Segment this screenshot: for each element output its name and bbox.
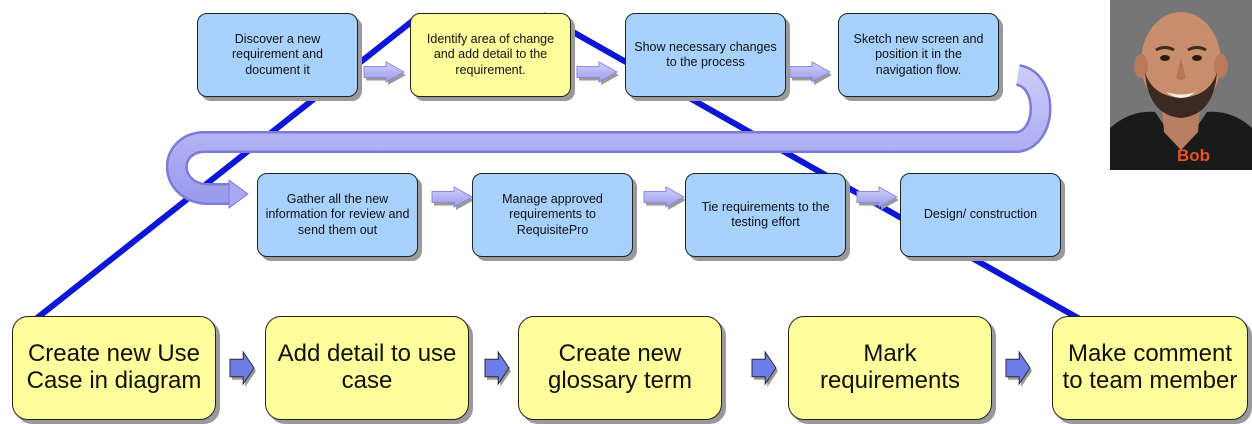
step-manage-requirements: Manage approved requirements to Requisit… — [472, 173, 633, 257]
person-portrait-image — [1110, 0, 1252, 170]
bottom-arrow-4 — [1005, 350, 1031, 386]
action-create-glossary-term: Create new glossary term — [518, 316, 722, 420]
step-identify-change: Identify area of change and add detail t… — [410, 13, 571, 97]
flow-arrows — [363, 61, 899, 210]
step-label: Tie requirements to the testing effort — [701, 199, 830, 229]
step-show-process-changes: Show necessary changes to the process — [625, 13, 786, 97]
person-name: Bob — [1177, 146, 1211, 165]
action-label: Create new glossary term — [547, 340, 693, 394]
flow-arrow-5 — [643, 186, 686, 208]
action-label: Make comment to team member — [1062, 340, 1238, 394]
step-sketch-screen: Sketch new screen and position it in the… — [838, 13, 999, 97]
bottom-arrow-1 — [229, 350, 255, 386]
flow-arrow-4 — [431, 186, 474, 208]
step-label: Discover a new requirement and document … — [231, 32, 324, 77]
bottom-arrow-3 — [751, 350, 777, 386]
flow-arrow-1 — [363, 61, 406, 83]
action-mark-requirements: Mark requirements — [788, 316, 992, 420]
person-photo — [1110, 0, 1252, 170]
action-add-detail: Add detail to use case — [265, 316, 469, 420]
bottom-arrow-2 — [484, 350, 510, 386]
step-design-construction: Design/ construction — [900, 173, 1061, 257]
step-label: Identify area of change and add detail t… — [426, 32, 555, 77]
action-label: Mark requirements — [819, 340, 961, 394]
flow-arrow-6 — [856, 186, 899, 208]
action-label: Add detail to use case — [277, 340, 457, 394]
u-turn-arrow-head — [228, 179, 249, 209]
flow-arrow-2 — [576, 61, 619, 83]
action-create-use-case: Create new Use Case in diagram — [12, 316, 216, 420]
action-make-comment: Make comment to team member — [1052, 316, 1248, 420]
step-label: Manage approved requirements to Requisit… — [502, 192, 603, 237]
step-label: Design/ construction — [923, 207, 1038, 222]
step-tie-requirements-testing: Tie requirements to the testing effort — [685, 173, 846, 257]
step-label: Show necessary changes to the process — [634, 39, 777, 69]
bottom-flow-arrows — [229, 350, 1032, 387]
step-label: Gather all the new information for revie… — [265, 192, 410, 237]
flow-arrow-3 — [789, 61, 832, 83]
action-label: Create new Use Case in diagram — [26, 340, 202, 394]
step-label: Sketch new screen and position it in the… — [853, 32, 984, 77]
step-gather-information: Gather all the new information for revie… — [257, 173, 418, 257]
step-discover-requirement: Discover a new requirement and document … — [197, 13, 358, 97]
